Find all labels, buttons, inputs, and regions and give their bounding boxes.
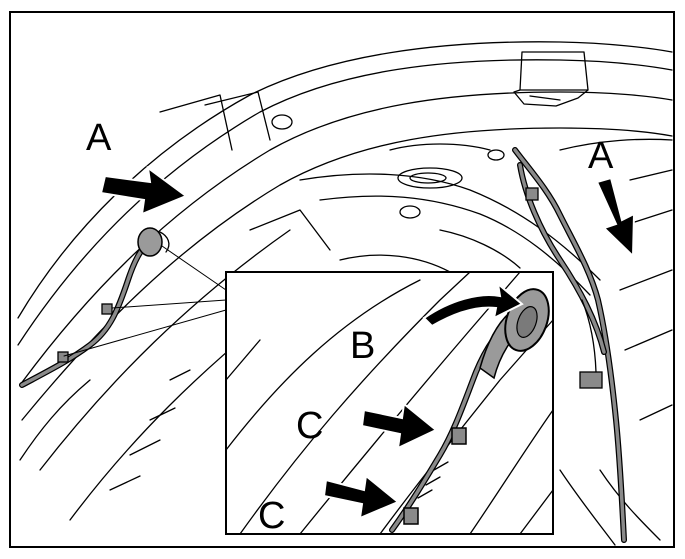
callout-c-upper: C — [296, 405, 323, 447]
right-harness — [512, 147, 627, 543]
left-clip-upper — [101, 303, 113, 315]
left-grommet — [137, 227, 163, 257]
leader-lines — [63, 245, 227, 357]
inset-clip-lower — [403, 507, 419, 525]
detail-inset — [225, 271, 554, 535]
inset-clip-upper — [451, 427, 467, 445]
left-clip-lower — [57, 351, 69, 363]
callout-b: B — [350, 325, 375, 367]
arrow-icon — [322, 474, 400, 520]
arrow-icon — [99, 165, 189, 216]
right-clip — [525, 187, 539, 201]
callout-a-left: A — [86, 117, 112, 159]
lamp-housing — [513, 51, 589, 107]
right-connector — [579, 371, 603, 389]
callout-a-right: A — [588, 135, 614, 177]
callout-c-lower: C — [258, 495, 285, 537]
arrow-icon — [595, 176, 636, 259]
curved-arrow-icon — [422, 281, 524, 328]
arrow-icon — [360, 402, 438, 450]
